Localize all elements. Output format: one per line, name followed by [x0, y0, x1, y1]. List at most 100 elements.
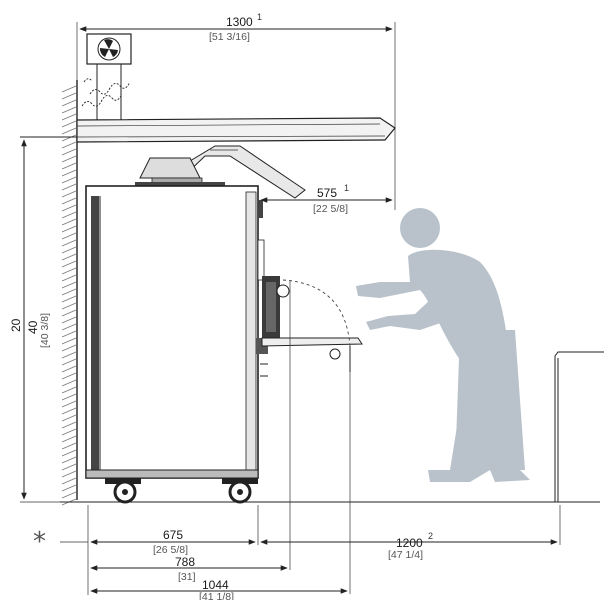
wall-hatch-line [61, 92, 77, 100]
wall-hatch-line [61, 316, 77, 324]
dim-top-width-imperial: [51 3/16] [209, 31, 250, 43]
pull-out-tray [261, 337, 363, 372]
wall-hatch-line [61, 386, 77, 394]
dim-depth-value: 675 [163, 528, 183, 542]
wall-hatch-line [61, 470, 77, 478]
oven-top-fixture [135, 157, 225, 187]
wall-hatch-line [61, 295, 77, 303]
heat-waves-icon [81, 78, 131, 107]
wall-hatch-line [61, 260, 77, 268]
wall-hatch-line [61, 309, 77, 317]
dim-total-depth-imperial: [41 1/8] [199, 591, 234, 600]
dim-hood-offset: 575 1 [22 5/8] [257, 183, 393, 215]
wall-hatch-line [61, 176, 77, 184]
wall-hatch-line [61, 218, 77, 226]
dim-clearance: 1200 2 [47 1/4] [260, 531, 558, 561]
wall-hatch-line [61, 463, 77, 471]
wall-hatch-line [61, 365, 77, 373]
wall-hatch-line [61, 414, 77, 422]
wall-hatch-line [61, 120, 77, 128]
wall-hatch-line [61, 204, 77, 212]
dim-door-open-imperial: [31] [178, 571, 196, 583]
wall-hatch-line [61, 456, 77, 464]
dim-total-depth: 1044 [41 1/8] [90, 578, 348, 600]
wall-hatch-line [61, 246, 77, 254]
wall-hatch-line [61, 106, 77, 114]
dim-hood-offset-note: 1 [344, 183, 349, 193]
oven-body [85, 185, 259, 479]
wall-hatch-line [61, 183, 77, 191]
duct [96, 62, 122, 120]
wall-hatch-line [61, 400, 77, 408]
oven-wheel-right [222, 478, 258, 504]
wall-hatch-line [61, 148, 77, 156]
dim-total-depth-value: 1044 [202, 578, 229, 592]
wall-hatch-line [61, 477, 77, 485]
wall-hatch-line [61, 358, 77, 366]
wall-hatch-line [61, 302, 77, 310]
dim-extension-lines [60, 280, 561, 595]
person-silhouette [356, 208, 530, 482]
dim-top-width-note: 1 [257, 12, 262, 22]
wall-hatch-line [61, 232, 77, 240]
extraction-hood [76, 117, 396, 143]
dim-top-width-value: 1300 [226, 15, 253, 29]
wall-hatch-line [61, 162, 77, 170]
dim-clearance-imperial: [47 1/4] [388, 549, 423, 561]
wall-hatch-line [61, 253, 77, 261]
dim-depth-imperial: [26 5/8] [153, 544, 188, 556]
dim-depth: 675 [26 5/8] [90, 528, 256, 556]
dim-hood-offset-imperial: [22 5/8] [313, 203, 348, 215]
dim-door-open-value: 788 [175, 555, 195, 569]
wall-hatch-line [61, 484, 77, 492]
dim-height-value2: 40 [26, 320, 40, 334]
wall-hatch-line [61, 190, 77, 198]
wall-hatch-line [61, 267, 77, 275]
dim-door-open: 788 [31] [90, 555, 288, 583]
wall-hatch-line [61, 428, 77, 436]
wall-hatch-line [61, 281, 77, 289]
dim-height: 20 40 [40 3/8] [9, 139, 51, 500]
wall-hatch-line [61, 113, 77, 121]
wall-hatch-line [61, 134, 77, 142]
dim-hood-offset-value: 575 [317, 186, 337, 200]
oven-door-hardware [256, 200, 290, 377]
wall-hatch-line [61, 351, 77, 359]
wall-hatch-line [61, 330, 77, 338]
wall-hatch-line [61, 442, 77, 450]
dim-height-value: 20 [9, 318, 23, 332]
oven-wheel-left [105, 478, 141, 504]
wall-hatch-line [61, 127, 77, 135]
dim-clearance-value: 1200 [396, 536, 423, 550]
dim-height-imperial: [40 3/8] [39, 313, 51, 348]
wall-hatch-line [61, 211, 77, 219]
wall-hatch-line [61, 155, 77, 163]
wall-hatch-line [61, 141, 77, 149]
counter [554, 351, 604, 502]
wall-hatch-line [61, 491, 77, 499]
door-swing-arc [282, 279, 351, 347]
wall-clearance-marker: * [33, 527, 46, 557]
wall-hatch-line [61, 449, 77, 457]
wall-hatch-line [61, 372, 77, 380]
dim-top-width: 1300 1 [51 3/16] [76, 12, 396, 210]
wall-hatch-line [61, 239, 77, 247]
wall-hatch-line [61, 169, 77, 177]
wall-hatch-line [61, 407, 77, 415]
wall-hatch-line [61, 225, 77, 233]
wall-hatch-line [61, 421, 77, 429]
wall-hatch-line [61, 197, 77, 205]
wall-hatch-line [61, 99, 77, 107]
wall [61, 80, 78, 506]
wall-hatch-line [61, 85, 77, 93]
wall-hatch-line [61, 288, 77, 296]
wall-hatch-line [61, 393, 77, 401]
wall-hatch-line [61, 323, 77, 331]
wall-hatch-line [61, 274, 77, 282]
wall-hatch-line [61, 379, 77, 387]
fan-icon [86, 33, 132, 65]
dim-clearance-note: 2 [428, 531, 433, 541]
wall-hatch-line [61, 435, 77, 443]
wall-hatch-line [61, 344, 77, 352]
